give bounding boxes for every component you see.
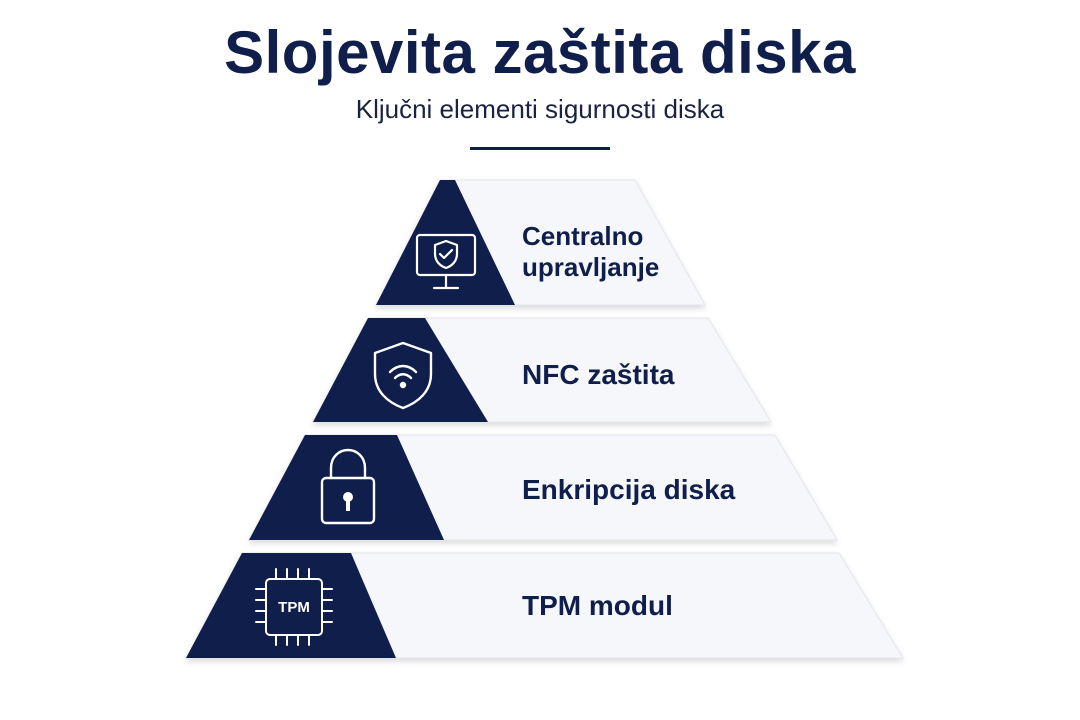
monitor-shield-icon xyxy=(415,233,477,290)
tier-label: Enkripcija diska xyxy=(522,474,736,505)
tier-enkripcija-diska: Enkripcija diska xyxy=(248,434,838,541)
tier-icon-block xyxy=(249,435,444,540)
page-subtitle: Ključni elementi sigurnosti diska xyxy=(355,94,725,124)
tier-centralno-upravljanje: Centralno upravljanje xyxy=(375,179,706,306)
tier-icon-block xyxy=(376,180,515,305)
tier-tpm-modul: TPM TPM modul xyxy=(185,552,904,659)
shield-wifi-icon xyxy=(373,341,433,410)
tpm-chip-label: TPM xyxy=(278,599,310,616)
tier-label: NFC zaštita xyxy=(522,359,675,390)
tier-label-line1: Centralno xyxy=(522,221,643,251)
tier-label: TPM modul xyxy=(522,590,673,621)
tier-nfc-zastita: NFC zaštita xyxy=(312,317,772,423)
tier-icon-block xyxy=(186,553,396,658)
title-divider xyxy=(470,147,610,150)
padlock-icon xyxy=(320,448,376,525)
tier-icon-block xyxy=(313,318,488,422)
page-title: Slojevita zaštita diska xyxy=(224,19,856,86)
tier-label-line2: upravljanje xyxy=(522,252,659,282)
tpm-chip-icon xyxy=(255,568,333,646)
